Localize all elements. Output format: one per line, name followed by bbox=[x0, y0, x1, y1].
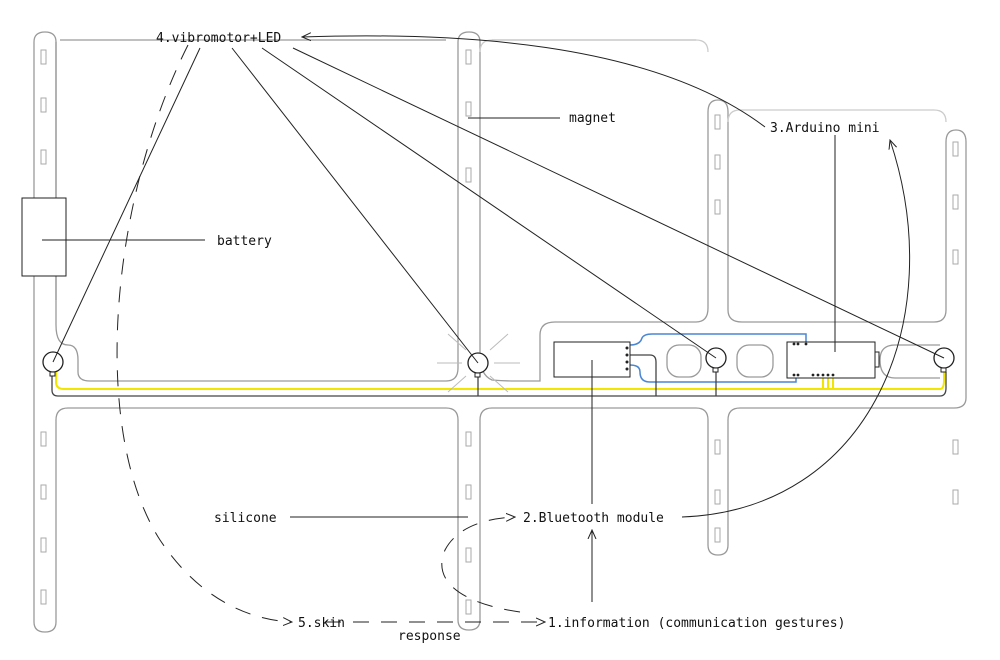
led-vibromotor-1 bbox=[42, 351, 64, 377]
response-label: response bbox=[398, 629, 461, 644]
bluetooth-label: 2.Bluetooth module bbox=[523, 511, 664, 526]
led-vibromotor-4 bbox=[933, 347, 955, 373]
skin-label: 5.skin bbox=[298, 616, 345, 631]
led-vibromotor-2 bbox=[467, 352, 489, 378]
led-vibromotor-3 bbox=[705, 347, 727, 373]
battery-box bbox=[21, 197, 67, 277]
arduino-label: 3.Arduino mini bbox=[770, 121, 880, 136]
battery-label: battery bbox=[217, 234, 272, 249]
arrows bbox=[116, 36, 910, 622]
vibromotor-label: 4.vibromotor+LED bbox=[156, 31, 281, 46]
magnet-slots bbox=[40, 49, 959, 615]
magnet-label: magnet bbox=[569, 111, 616, 126]
leader-lines bbox=[42, 47, 945, 518]
arduino-mini-box bbox=[786, 341, 880, 379]
silicone-label: silicone bbox=[214, 511, 277, 526]
led-glow bbox=[437, 333, 520, 393]
information-label: 1.information (communication gestures) bbox=[548, 616, 845, 631]
